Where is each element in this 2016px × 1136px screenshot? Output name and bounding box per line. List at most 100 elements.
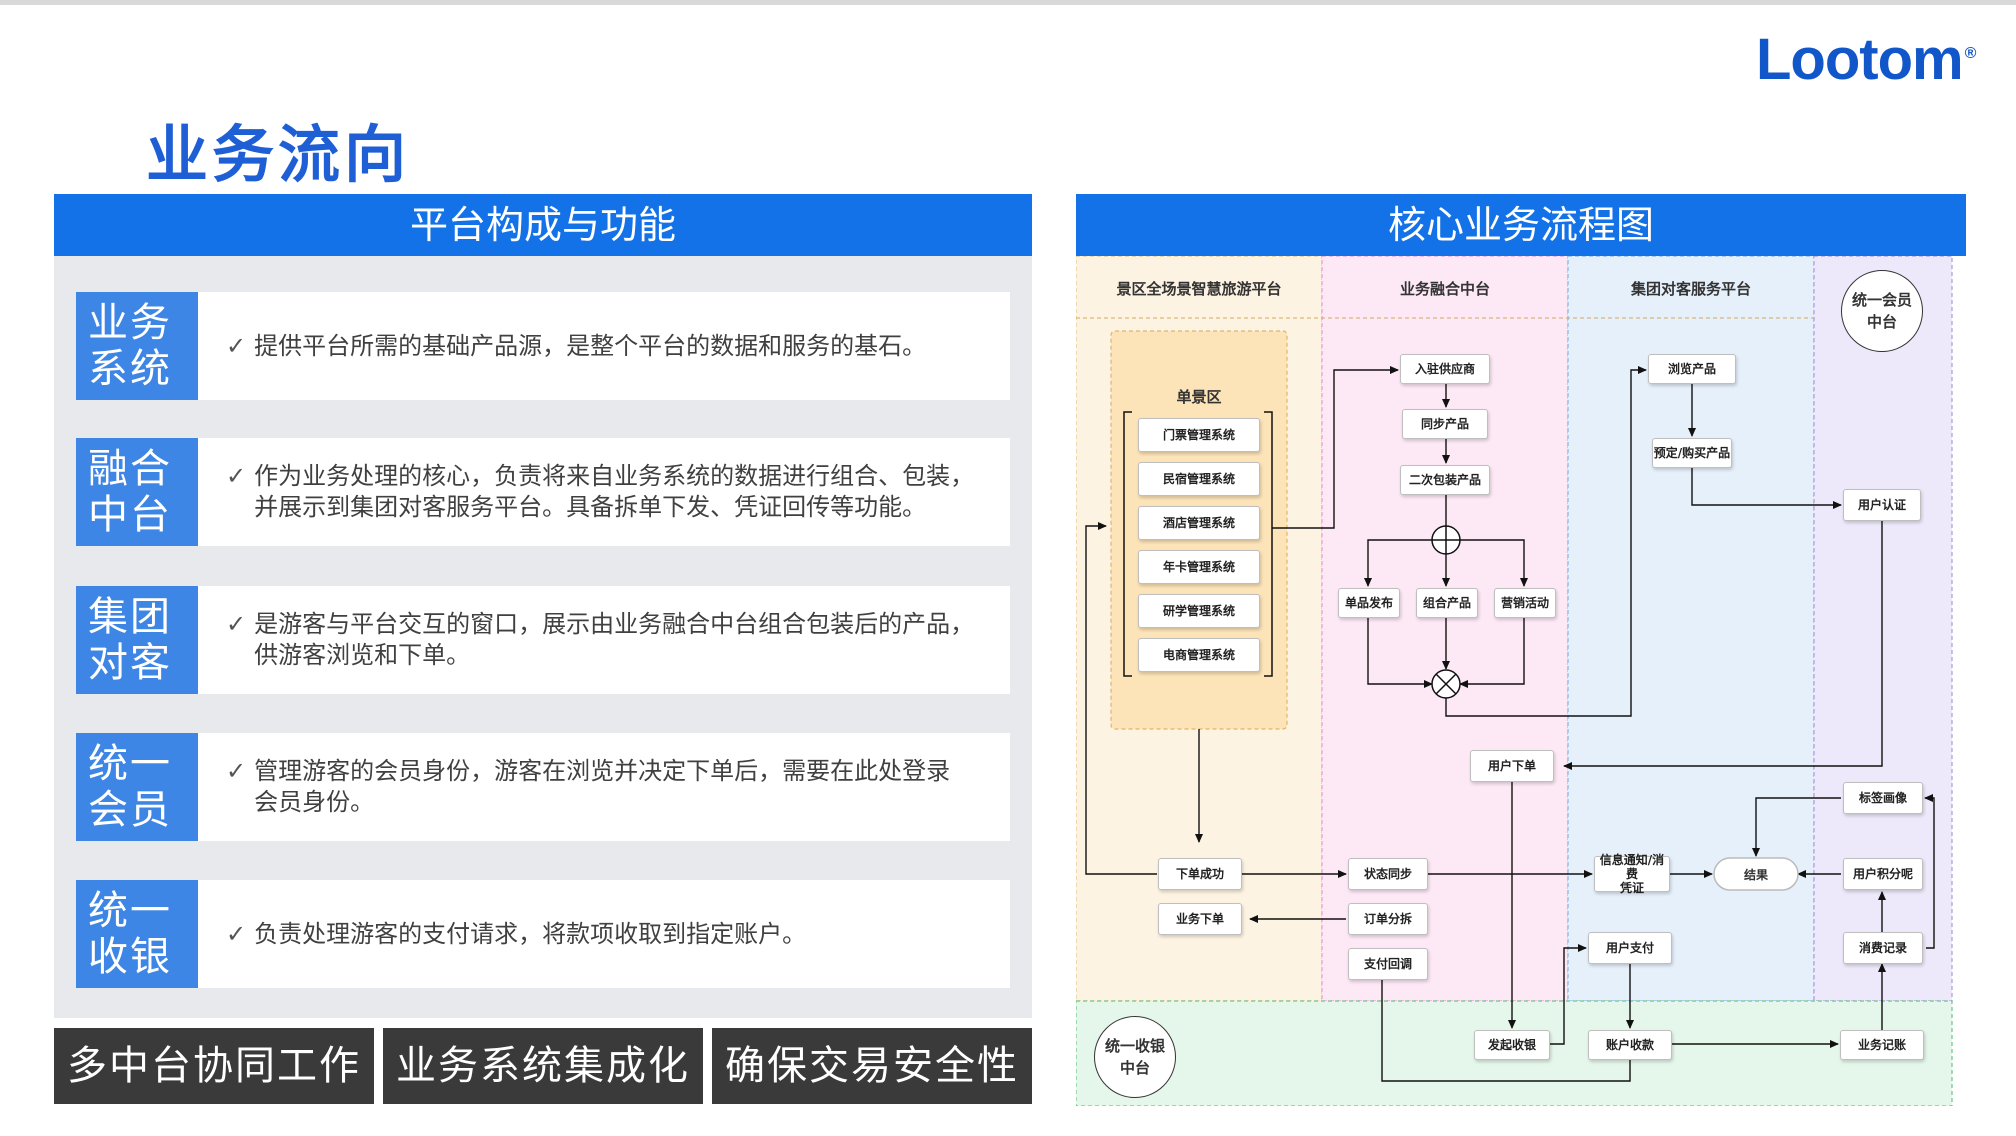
desc-line: 负责处理游客的支付请求，将款项收取到指定账户。 (254, 919, 807, 948)
bracket-left (1123, 411, 1132, 677)
lane-title-fusion: 业务融合中台 (1399, 280, 1490, 298)
row-description: ✓负责处理游客的支付请求，将款项收取到指定账户。 (226, 880, 998, 988)
check-icon: ✓ (226, 919, 247, 948)
node-consume-record: 消费记录 (1843, 932, 1923, 964)
node-hotel-system: 酒店管理系统 (1138, 506, 1260, 540)
lane-title-scenic: 景区全场景智慧旅游平台 (1116, 280, 1282, 298)
check-icon: ✓ (226, 331, 247, 360)
node-user-pay: 用户支付 (1588, 932, 1672, 964)
node-browse-product: 浏览产品 (1648, 354, 1736, 384)
lane-title-line: 统一收银 (1104, 1037, 1165, 1055)
node-single-publish: 单品发布 (1338, 588, 1400, 618)
node-line: 凭证 (1619, 881, 1644, 895)
highlight-transaction-security: 确保交易安全性 (712, 1028, 1032, 1104)
row-tag: 集团对客 (76, 586, 198, 694)
node-order-split: 订单分拆 (1348, 903, 1428, 935)
desc-line: 提供平台所需的基础产品源，是整个平台的数据和服务的基石。 (254, 331, 927, 360)
highlight-multi-platform: 多中台协同工作 (54, 1028, 374, 1104)
row-group-customer: 集团对客 ✓是游客与平台交互的窗口，展示由业务融合中台组合包装后的产品， 供游客浏… (76, 586, 1010, 694)
row-unified-cashier: 统一收银 ✓负责处理游客的支付请求，将款项收取到指定账户。 (76, 880, 1010, 988)
desc-line: 供游客浏览和下单。 (254, 641, 471, 669)
row-description: ✓管理游客的会员身份，游客在浏览并决定下单后，需要在此处登录会员身份。 (226, 733, 998, 841)
tag-line: 会员 (88, 787, 172, 833)
desc-line: 并展示到集团对客服务平台。具备拆单下发、凭证回传等功能。 (254, 493, 927, 521)
edge-account-to-callback (1378, 967, 1631, 1082)
row-tag: 统一收银 (76, 880, 198, 988)
lane-title-member: 统一会员中台 (1841, 270, 1923, 352)
result-oval (1713, 857, 1799, 891)
node-account-receive: 账户收款 (1588, 1030, 1672, 1060)
desc-line: 会员身份。 (254, 788, 375, 816)
node-repackage-product: 二次包装产品 (1400, 465, 1490, 495)
edge-consume-to-portrait (1924, 794, 1935, 949)
edge-split-to-marketing (1446, 539, 1528, 587)
node-info-notice: 信息通知/消费凭证 (1594, 853, 1670, 895)
node-user-points: 用户积分呢 (1843, 858, 1923, 890)
node-ticket-system: 门票管理系统 (1138, 418, 1260, 452)
desc-line: 是游客与平台交互的窗口，展示由业务融合中台组合包装后的产品， (254, 610, 975, 638)
lane-title-line: 中台 (1119, 1059, 1150, 1077)
highlight-system-integration: 业务系统集成化 (383, 1028, 703, 1104)
node-marketing: 营销活动 (1494, 588, 1556, 618)
node-homestay-system: 民宿管理系统 (1138, 462, 1260, 496)
node-status-sync: 状态同步 (1348, 858, 1428, 890)
node-pay-callback: 支付回调 (1348, 948, 1428, 980)
business-flow-diagram: 景区全场景智慧旅游平台 业务融合中台 集团对客服务平台 统一会员中台 统一收银中… (1076, 256, 1966, 1106)
node-supplier: 入驻供应商 (1400, 354, 1490, 384)
diagram-canvas (1076, 256, 1953, 1106)
check-icon: ✓ (226, 462, 247, 490)
lane-title-line: 统一会员 (1851, 291, 1912, 309)
node-start-cashier: 发起收银 (1474, 1030, 1550, 1060)
edge-success-to-scenic (1085, 522, 1157, 875)
node-reserve-product: 预定/购买产品 (1652, 438, 1732, 468)
tag-line: 中台 (88, 492, 172, 538)
row-description: ✓作为业务处理的核心，负责将来自业务系统的数据进行组合、包装，并展示到集团对客服… (226, 438, 998, 546)
node-annual-card-system: 年卡管理系统 (1138, 550, 1260, 584)
edge-portrait-to-result (1752, 797, 1841, 857)
row-description: ✓提供平台所需的基础产品源，是整个平台的数据和服务的基石。 (226, 292, 998, 400)
node-biz-order: 业务下单 (1158, 903, 1242, 935)
logo-text: Lootom (1756, 27, 1964, 92)
left-panel-header: 平台构成与功能 (54, 194, 1032, 256)
lane-title-group: 集团对客服务平台 (1630, 280, 1751, 298)
lane-title-line: 中台 (1866, 313, 1897, 331)
tag-line: 系统 (88, 346, 172, 392)
node-tag-portrait: 标签画像 (1843, 782, 1923, 814)
node-user-order: 用户下单 (1470, 750, 1554, 782)
merge-gateway-cross (1435, 673, 1457, 695)
tag-line: 统一 (88, 888, 172, 934)
top-divider (0, 0, 2016, 5)
tag-line: 业务 (88, 300, 172, 346)
edge-auth-to-order (1563, 521, 1883, 770)
tag-line: 对客 (88, 640, 172, 686)
lane-title-cashier: 统一收银中台 (1094, 1016, 1176, 1098)
row-unified-member: 统一会员 ✓管理游客的会员身份，游客在浏览并决定下单后，需要在此处登录会员身份。 (76, 733, 1010, 841)
row-tag: 统一会员 (76, 733, 198, 841)
bracket-right (1264, 411, 1273, 677)
node-study-system: 研学管理系统 (1138, 594, 1260, 628)
right-panel-header: 核心业务流程图 (1076, 194, 1966, 256)
left-panel-body: 业务系统 ✓提供平台所需的基础产品源，是整个平台的数据和服务的基石。 融合中台 … (54, 256, 1032, 1018)
check-icon: ✓ (226, 610, 247, 638)
row-tag: 业务系统 (76, 292, 198, 400)
edge-reserve-to-auth (1691, 468, 1842, 509)
node-ecommerce-system: 电商管理系统 (1138, 638, 1260, 672)
node-user-auth: 用户认证 (1843, 489, 1921, 521)
lootom-logo: Lootom® (1756, 30, 1996, 90)
node-sync-product: 同步产品 (1402, 409, 1488, 439)
edge-merge-to-browse (1445, 366, 1647, 717)
node-result: 结果 (1743, 868, 1768, 882)
row-fusion-platform: 融合中台 ✓作为业务处理的核心，负责将来自业务系统的数据进行组合、包装，并展示到… (76, 438, 1010, 546)
single-area-label: 单景区 (1176, 388, 1222, 406)
tag-line: 融合 (88, 446, 172, 492)
edge-split-to-single (1364, 539, 1446, 587)
tag-line: 统一 (88, 741, 172, 787)
edge-marketing-to-merge (1459, 618, 1525, 688)
desc-line: 管理游客的会员身份，游客在浏览并决定下单后，需要在此处登录 (254, 757, 951, 785)
tag-line: 集团 (88, 594, 172, 640)
registered-mark: ® (1964, 45, 1977, 62)
row-business-system: 业务系统 ✓提供平台所需的基础产品源，是整个平台的数据和服务的基石。 (76, 292, 1010, 400)
split-gateway-cross (1432, 526, 1460, 554)
edge-cashier-to-userpay (1550, 944, 1587, 1045)
edge-single-to-merge (1367, 618, 1433, 688)
